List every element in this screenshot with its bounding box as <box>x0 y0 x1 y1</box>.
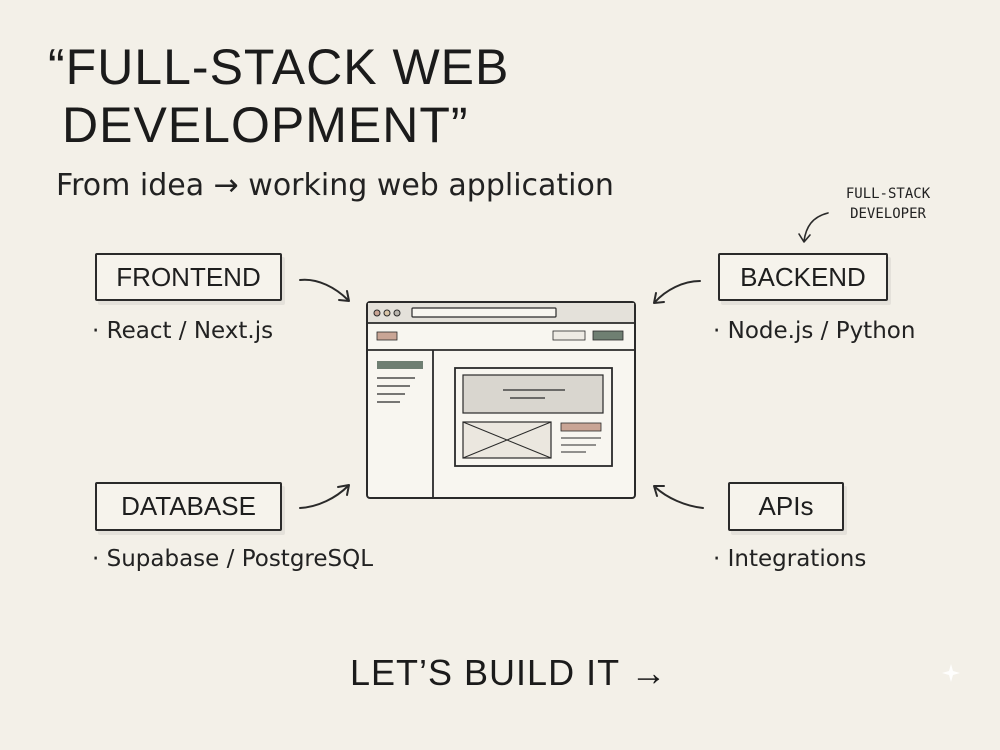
apis-label: APIs <box>758 491 814 521</box>
developer-tag-line-2: DEVELOPER <box>850 206 926 222</box>
arrow-apis-icon <box>653 485 704 509</box>
title-line-2: DEVELOPMENT” <box>62 97 469 153</box>
browser-window-icon <box>366 301 636 499</box>
title-line-1: “FULL-STACK WEB <box>48 39 510 95</box>
subtitle: From idea → working web application <box>56 168 614 203</box>
apis-bullet: · Integrations <box>713 546 867 572</box>
sparkle-icon <box>942 664 960 682</box>
arrow-frontend-icon <box>299 278 350 302</box>
developer-tag: FULL-STACK DEVELOPER <box>828 184 948 224</box>
database-card: DATABASE <box>95 482 282 531</box>
backend-card: BACKEND <box>718 253 888 301</box>
database-label: DATABASE <box>121 491 256 521</box>
backend-bullet: · Node.js / Python <box>713 318 916 344</box>
arrow-backend-icon <box>653 280 701 304</box>
database-bullet: · Supabase / PostgreSQL <box>92 546 374 572</box>
arrow-database-icon <box>299 484 350 509</box>
cta-text: LET’S BUILD IT → <box>350 652 668 693</box>
frontend-bullet: · React / Next.js <box>92 318 274 344</box>
developer-tag-line-1: FULL-STACK <box>845 186 931 202</box>
frontend-label: FRONTEND <box>116 262 261 292</box>
apis-card: APIs <box>728 482 844 531</box>
page-title: “FULL-STACK WEB DEVELOPMENT” <box>48 38 608 154</box>
backend-label: BACKEND <box>740 262 866 292</box>
curved-arrow-icon <box>798 212 829 243</box>
frontend-card: FRONTEND <box>95 253 282 301</box>
